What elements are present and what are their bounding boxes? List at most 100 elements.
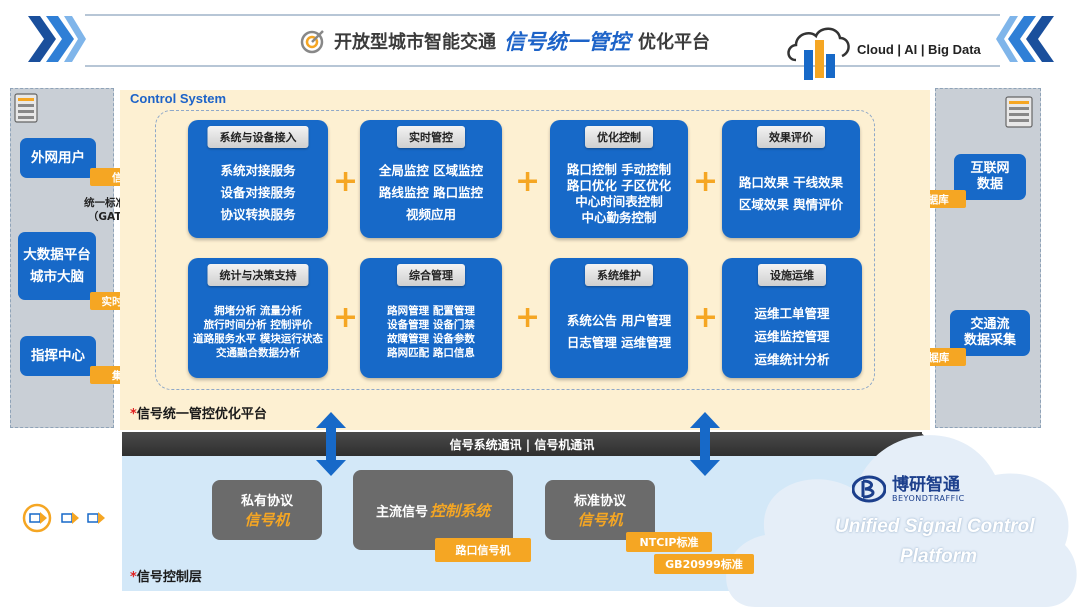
slogan-line2: Platform xyxy=(900,546,978,567)
title-prefix: 开放型城市智能交通 xyxy=(334,32,496,53)
platform-footer-text: 信号统一管控优化平台 xyxy=(136,407,267,422)
private-protocol-label: 私有协议 xyxy=(240,494,293,509)
card-system-access: 系统与设备接入 系统对接服务 设备对接服务 协议转换服务 xyxy=(188,120,328,238)
card-body: 系统公告 用户管理 日志管理 运维管理 xyxy=(550,310,688,354)
card-line: 道路服务水平 模块运行状态 xyxy=(193,333,323,345)
card-title: 综合管理 xyxy=(397,264,465,286)
command-center-box: 指挥中心 xyxy=(20,336,96,376)
header-band xyxy=(0,14,1080,67)
card-realtime-control: 实时管控 全局监控 区域监控 路线监控 路口监控 视频应用 xyxy=(360,120,502,238)
card-line: 路口控制 手动控制 xyxy=(566,162,672,177)
server-icon xyxy=(14,93,38,123)
brand-name-en: BEYONDTRAFFIC xyxy=(892,493,965,503)
card-line: 日志管理 运维管理 xyxy=(566,335,672,350)
asterisk-icon: * xyxy=(130,407,137,422)
card-line: 运维统计分析 xyxy=(754,352,830,367)
plus-icon: + xyxy=(333,300,359,335)
standard-signal-label: 信号机 xyxy=(577,511,623,529)
card-line: 协议转换服务 xyxy=(220,207,296,222)
brand-mark-icon xyxy=(852,475,886,503)
cloud-tag: Cloud | AI | Big Data xyxy=(857,42,981,57)
internet-label: 互联网 xyxy=(970,161,1010,176)
card-line: 路口优化 子区优化 xyxy=(566,178,672,193)
signal-flow-icon xyxy=(22,503,105,533)
card-line: 视频应用 xyxy=(405,207,456,222)
card-title: 实时管控 xyxy=(397,126,465,148)
card-effect-evaluation: 效果评价 路口效果 干线效果 区域效果 舆情评价 xyxy=(722,120,860,238)
card-statistics-decision: 统计与决策支持 拥堵分析 流量分析 旅行时间分析 控制评价 道路服务水平 模块运… xyxy=(188,258,328,378)
card-title: 统计与决策支持 xyxy=(207,264,309,286)
card-facility-ops: 设施运维 运维工单管理 运维监控管理 运维统计分析 xyxy=(722,258,862,378)
card-line: 路网匹配 路口信息 xyxy=(387,347,475,359)
card-line: 全局监控 区域监控 xyxy=(378,163,484,178)
standard-protocol-box: 标准协议 信号机 xyxy=(545,480,655,540)
brand-text: 博研智通 BEYONDTRAFFIC xyxy=(892,476,965,503)
control-layer-footer: *信号控制层 xyxy=(130,566,202,585)
traffic-collection-label: 数据采集 xyxy=(963,333,1016,348)
mainstream-accent: 控制系统 xyxy=(430,501,491,520)
card-line: 旅行时间分析 控制评价 xyxy=(203,319,313,331)
card-line: 中心时间表控制 xyxy=(575,194,663,209)
card-line: 路线监控 路口监控 xyxy=(378,185,484,200)
gb20999-label: GB20999标准 xyxy=(665,558,743,571)
command-center-label: 指挥中心 xyxy=(31,348,85,364)
private-protocol-box: 私有协议 信号机 xyxy=(212,480,322,540)
card-line: 运维监控管理 xyxy=(754,329,830,344)
plus-icon: + xyxy=(515,164,541,199)
intersection-signal-tag: 路口信号机 xyxy=(435,538,531,562)
card-body: 拥堵分析 流量分析 旅行时间分析 控制评价 道路服务水平 模块运行状态 交通融合… xyxy=(188,304,328,360)
plus-icon: + xyxy=(515,300,541,335)
card-line: 拥堵分析 流量分析 xyxy=(214,305,302,317)
control-system-label: Control System xyxy=(130,91,227,106)
card-line: 交通融合数据分析 xyxy=(216,347,300,359)
platform-footer: *信号统一管控优化平台 xyxy=(130,403,267,422)
control-layer-footer-text: 信号控制层 xyxy=(136,570,202,585)
ntcip-label: NTCIP标准 xyxy=(639,536,699,549)
double-arrow-icon xyxy=(690,412,720,476)
intersection-signal-label: 路口信号机 xyxy=(455,544,511,557)
standard-protocol-label: 标准协议 xyxy=(573,494,626,509)
card-optimize-control: 优化控制 路口控制 手动控制 路口优化 子区优化 中心时间表控制 中心勤务控制 xyxy=(550,120,688,238)
server-icon xyxy=(1005,96,1033,128)
card-title: 设施运维 xyxy=(758,264,826,286)
card-integrated-management: 综合管理 路网管理 配置管理 设备管理 设备门禁 故障管理 设备参数 路网匹配 … xyxy=(360,258,502,378)
page-title: 开放型城市智能交通 信号统一管控 优化平台 xyxy=(300,26,710,56)
card-title: 系统维护 xyxy=(585,264,653,286)
control-system-frame xyxy=(155,110,875,390)
external-users-label: 外网用户 xyxy=(31,150,85,166)
plus-icon: + xyxy=(333,164,359,199)
communication-label: 信号系统通讯 | 信号机通讯 xyxy=(449,437,595,452)
card-line: 故障管理 设备参数 xyxy=(387,333,475,345)
card-line: 路口效果 干线效果 xyxy=(738,175,844,190)
card-title: 效果评价 xyxy=(757,126,825,148)
header-line-bottom xyxy=(85,65,1000,67)
cloud-shape xyxy=(726,435,1077,607)
slogan-line1: Unified Signal Control xyxy=(835,516,1035,537)
card-body: 全局监控 区域监控 路线监控 路口监控 视频应用 xyxy=(360,160,502,226)
card-system-maintenance: 系统维护 系统公告 用户管理 日志管理 运维管理 xyxy=(550,258,688,378)
card-line: 设备对接服务 xyxy=(220,185,296,200)
card-title: 系统与设备接入 xyxy=(207,126,309,148)
big-data-label: 大数据平台 xyxy=(23,247,91,263)
mainstream-prefix: 主流信号 xyxy=(375,504,428,520)
asterisk-icon: * xyxy=(130,570,137,585)
private-signal-label: 信号机 xyxy=(244,511,290,529)
mainstream-system-box: 主流信号 控制系统 xyxy=(353,470,513,550)
left-chevrons-icon xyxy=(28,16,86,62)
title-suffix: 优化平台 xyxy=(638,32,710,53)
card-body: 路口控制 手动控制 路口优化 子区优化 中心时间表控制 中心勤务控制 xyxy=(550,162,688,226)
card-body: 路口效果 干线效果 区域效果 舆情评价 xyxy=(722,172,860,216)
double-arrow-icon xyxy=(316,412,346,476)
brand-name-cn: 博研智通 xyxy=(892,474,960,495)
card-line: 系统公告 用户管理 xyxy=(566,313,672,328)
card-line: 区域效果 舆情评价 xyxy=(738,197,844,212)
card-line: 系统对接服务 xyxy=(220,163,296,178)
card-line: 设备管理 设备门禁 xyxy=(387,319,475,331)
card-body: 系统对接服务 设备对接服务 协议转换服务 xyxy=(188,160,328,226)
card-line: 路网管理 配置管理 xyxy=(387,305,475,317)
card-title: 优化控制 xyxy=(585,126,653,148)
city-brain-label: 城市大脑 xyxy=(30,269,84,285)
target-icon xyxy=(300,30,324,54)
card-line: 运维工单管理 xyxy=(754,306,830,321)
right-chevrons-icon xyxy=(996,16,1054,62)
